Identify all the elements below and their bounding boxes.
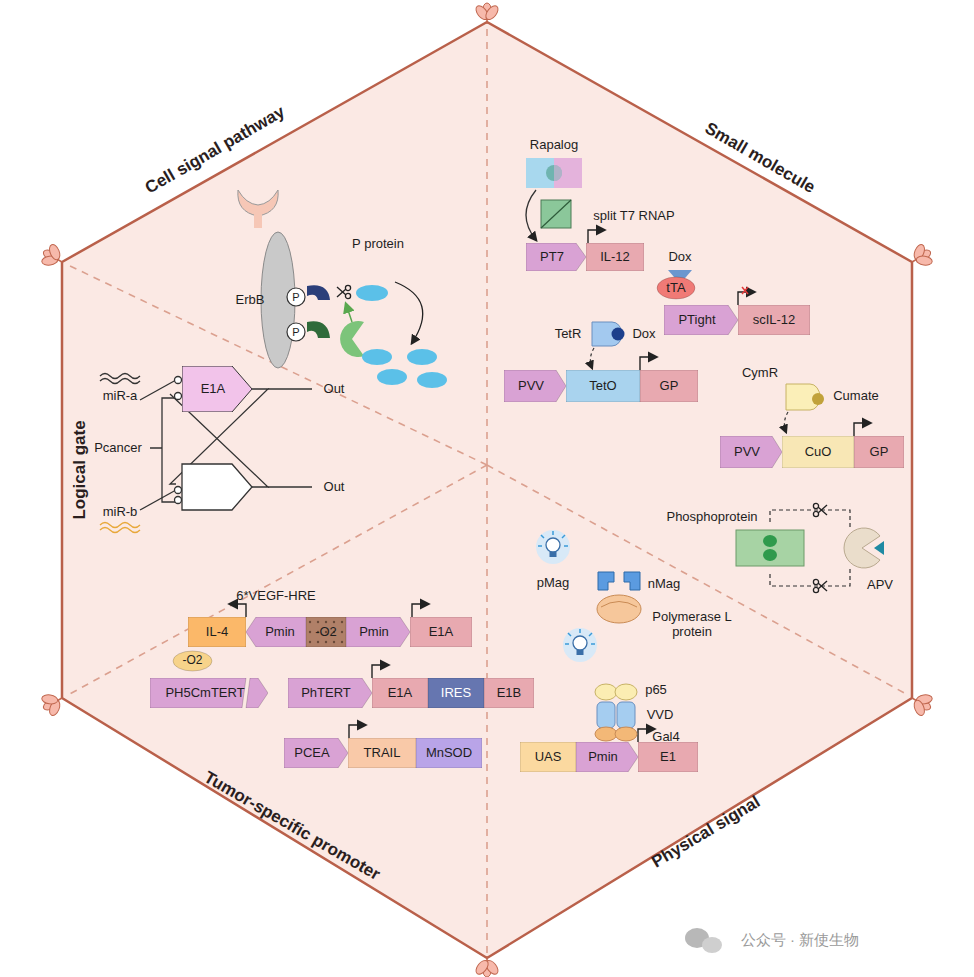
gene-box: Pmin (346, 617, 410, 647)
gene-box: GP (854, 436, 904, 468)
part-label: Polymerase L protein (644, 610, 740, 640)
gene-box: E1B (484, 678, 534, 708)
part-label: miR-b (103, 505, 138, 520)
part-label: Rapalog (530, 138, 578, 153)
gene-box: CuO (782, 436, 854, 468)
gene-box: GP (640, 370, 698, 402)
box-label: PhTERT (301, 686, 351, 700)
gene-box: E1A (410, 617, 472, 647)
box-label: Pmin (265, 625, 295, 639)
gene-box: E1 (638, 742, 698, 772)
box-label: E1A (201, 382, 226, 396)
section-title: Physical signal (648, 792, 763, 872)
box-label: IL-4 (206, 625, 228, 639)
section-title: Cell signal pathway (142, 102, 288, 198)
gene-box: PT7 (526, 243, 586, 271)
box-label: PCEA (294, 746, 329, 760)
gene-box: PhTERT (288, 678, 372, 708)
section-title: Small molecule (702, 119, 819, 198)
gene-box: IL-12 (586, 243, 644, 271)
box-label: UAS (535, 750, 562, 764)
part-label: Cumate (833, 389, 879, 404)
part-label: P (292, 291, 299, 304)
gene-box: Pmin (246, 617, 306, 647)
gene-box: scIL-12 (738, 305, 810, 335)
part-label: TetR (555, 327, 582, 342)
part-label: ErbB (236, 293, 265, 308)
section-title: Logical gate (70, 420, 90, 519)
box-label: tTA (666, 281, 685, 295)
box-label: CuO (805, 445, 832, 459)
box-label: scIL-12 (753, 313, 796, 327)
part-label: Dox (632, 327, 655, 342)
gene-box: TetO (566, 370, 640, 402)
part-label: APV (867, 578, 893, 593)
part-label: Dox (668, 250, 691, 265)
gene-box: Pmin (576, 742, 638, 772)
box-label: E1 (660, 750, 676, 764)
gene-box: UAS (520, 742, 576, 772)
gene-box: PTight (664, 305, 738, 335)
part-label: P (292, 326, 299, 339)
box-label: PVV (734, 445, 760, 459)
box-label: Pmin (588, 750, 618, 764)
box-label: E1B (497, 686, 522, 700)
part-label: Out (324, 382, 345, 397)
box-label: -O2 (182, 654, 202, 667)
part-label: p65 (645, 683, 667, 698)
box-label: PH5CmTERT (165, 686, 244, 700)
gene-box: TRAIL (348, 738, 416, 768)
box-label: E1A (388, 686, 413, 700)
part-label: VVD (647, 708, 674, 723)
box-label: MnSOD (426, 746, 472, 760)
part-label: nMag (648, 577, 681, 592)
box-label: E1A (429, 625, 454, 639)
part-label: miR-a (103, 389, 138, 404)
part-label: pMag (537, 576, 570, 591)
gene-box: PVV (504, 370, 566, 402)
part-label: Pcancer (94, 441, 142, 456)
box-label: GP (870, 445, 889, 459)
gene-box: IRES (428, 678, 484, 708)
box-label: GP (660, 379, 679, 393)
box-label: PVV (518, 379, 544, 393)
gene-box: E1A (372, 678, 428, 708)
part-label: split T7 RNAP (593, 209, 674, 224)
box-label: PT7 (540, 250, 564, 264)
gene-box: MnSOD (416, 738, 482, 768)
box-label: TRAIL (364, 746, 401, 760)
gene-box: PH5CmTERT (150, 678, 268, 708)
box-label: IL-12 (600, 250, 630, 264)
part-label: Gal4 (652, 730, 679, 745)
box-label: -O2 (315, 625, 337, 639)
part-label: CymR (742, 366, 778, 381)
part-label: 公众号 · 新使生物 (741, 931, 859, 948)
part-label: Phosphoprotein (666, 510, 757, 525)
part-label: Out (324, 480, 345, 495)
gene-box: IL-4 (188, 617, 246, 647)
gene-box: -O2 (172, 650, 213, 672)
gene-box: PVV (720, 436, 782, 468)
part-label: P protein (352, 237, 404, 252)
box-label: TetO (589, 379, 616, 393)
box-label: Pmin (359, 625, 389, 639)
section-title: Tumor-specific promoter (201, 768, 384, 885)
gene-box: -O2 (306, 617, 346, 647)
box-label: PTight (678, 313, 715, 327)
gene-box: PCEA (284, 738, 348, 768)
gene-box: tTA (656, 276, 696, 300)
part-label: 6*VEGF-HRE (236, 589, 315, 604)
gene-box: E1A (182, 366, 252, 412)
box-label: IRES (441, 686, 471, 700)
